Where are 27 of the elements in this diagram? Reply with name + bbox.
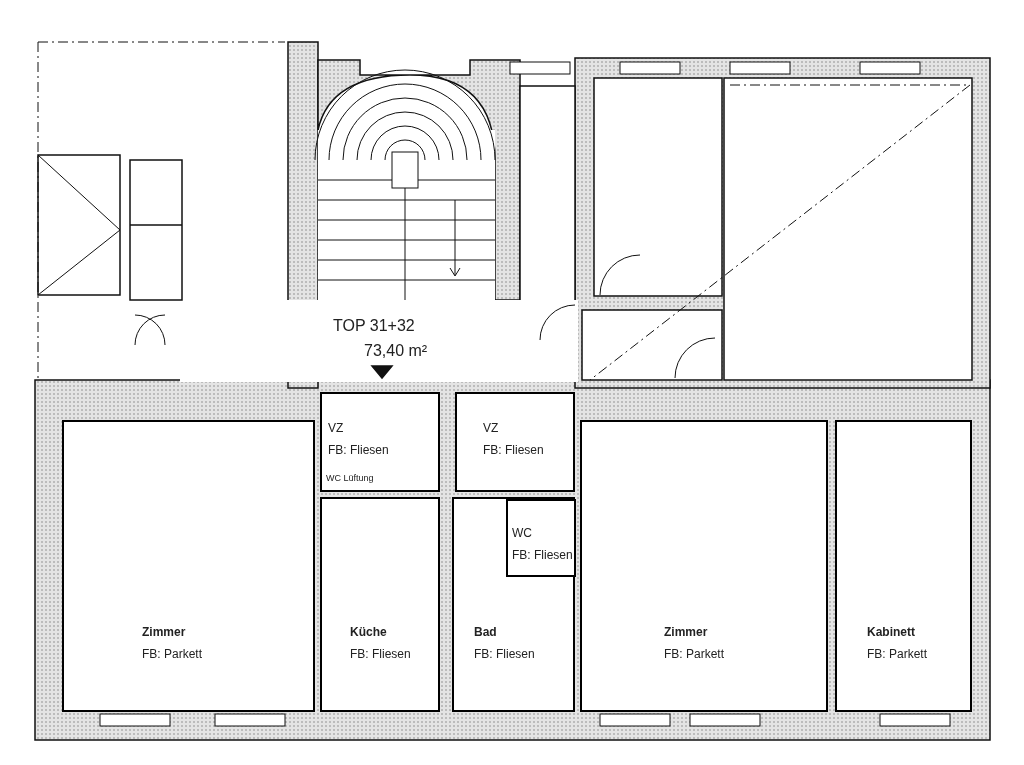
- room-name: Zimmer: [142, 626, 186, 638]
- room-name: Kabinett: [867, 626, 915, 638]
- room: [580, 420, 828, 712]
- room-name: VZ: [328, 422, 344, 434]
- unit-label: 73,40 m²: [364, 343, 428, 359]
- room: [320, 392, 440, 492]
- room-name: Küche: [350, 626, 387, 638]
- floor-finish-label: FB: Parkett: [664, 648, 725, 660]
- room-name: VZ: [483, 422, 499, 434]
- room-name: WC: [512, 527, 532, 539]
- room: [506, 499, 576, 577]
- floor-finish-label: FB: Fliesen: [474, 648, 535, 660]
- unit-label: TOP 31+32: [333, 318, 415, 334]
- floor-finish-label: FB: Fliesen: [512, 549, 573, 561]
- room: [452, 497, 575, 712]
- room: [455, 392, 575, 492]
- room: [320, 497, 440, 712]
- floor-finish-label: FB: Parkett: [867, 648, 928, 660]
- floor-finish-label: FB: Fliesen: [483, 444, 544, 456]
- floor-finish-label: FB: Parkett: [142, 648, 203, 660]
- room: [835, 420, 972, 712]
- floor-finish-label: FB: Fliesen: [328, 444, 389, 456]
- room: [62, 420, 315, 712]
- room-name: Zimmer: [664, 626, 708, 638]
- room-name: Bad: [474, 626, 497, 638]
- floor-finish-label: FB: Fliesen: [350, 648, 411, 660]
- note-label: WC Lüftung: [326, 474, 374, 483]
